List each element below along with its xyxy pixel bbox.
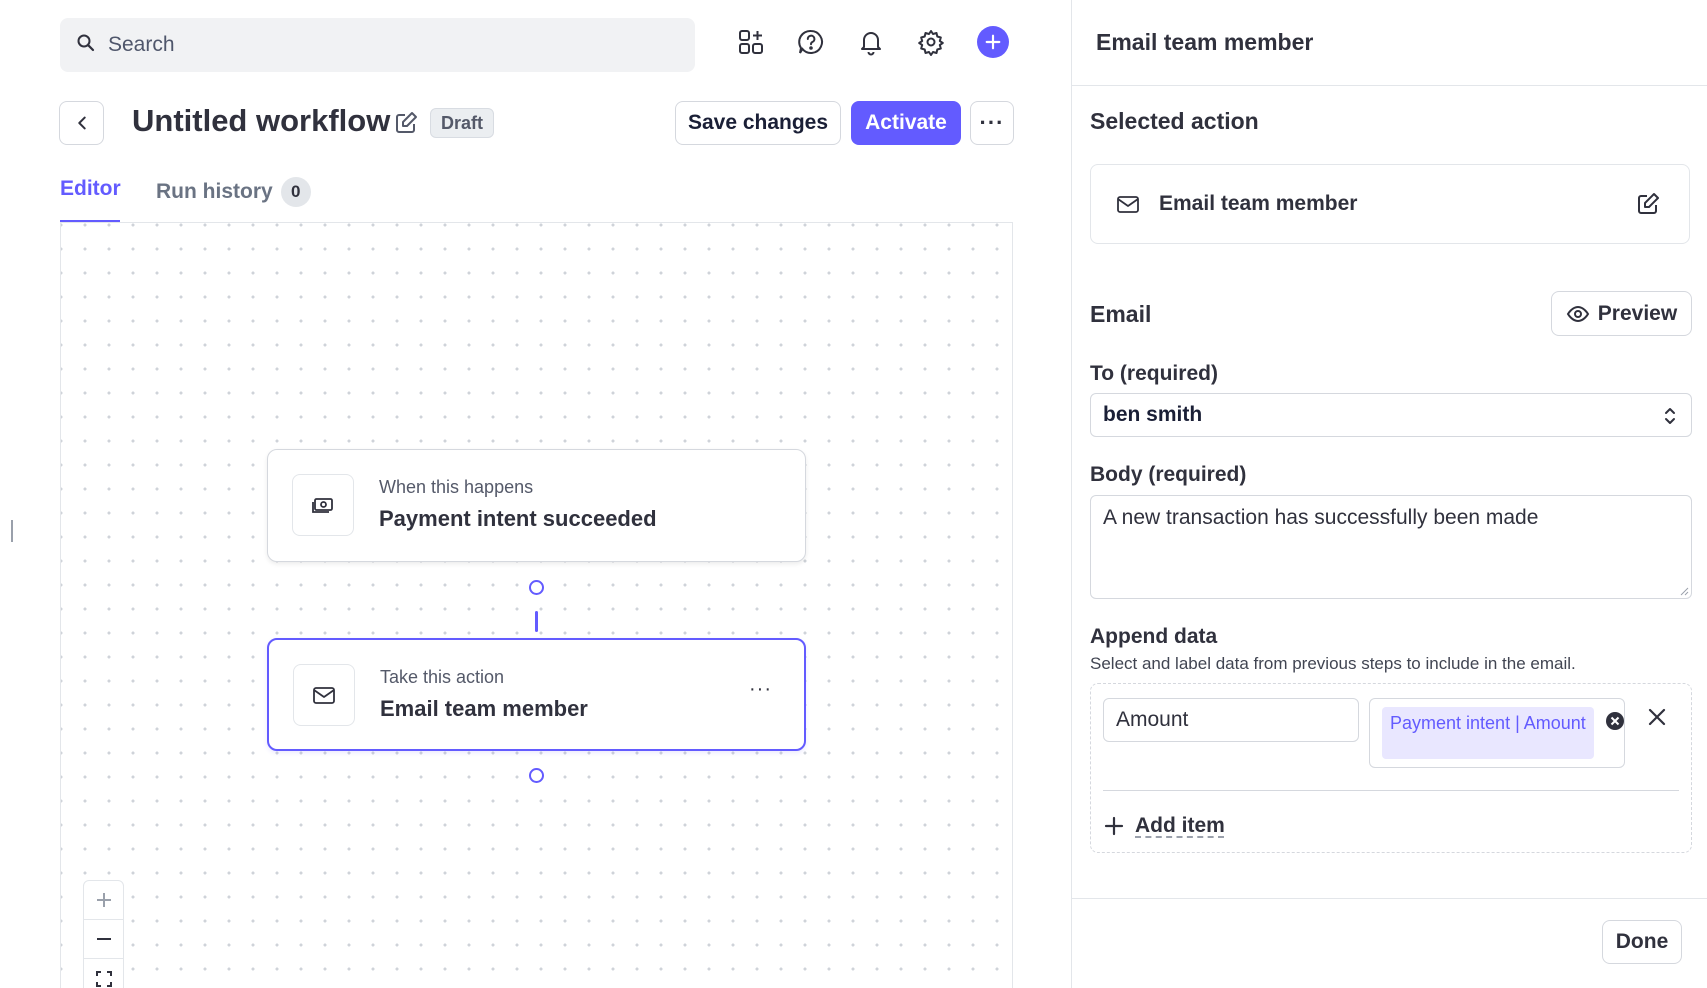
help-icon[interactable] [797,28,825,56]
apps-add-icon[interactable] [737,28,765,56]
email-heading: Email [1090,301,1152,327]
workflow-title: Untitled workflow [132,103,391,138]
body-textarea[interactable]: A new transaction has successfully been … [1090,495,1692,599]
connector-line [535,611,538,632]
remove-token-icon[interactable] [1605,711,1625,731]
search-icon [76,33,96,58]
edit-icon[interactable] [393,110,419,136]
selected-action-heading: Selected action [1090,108,1259,134]
to-label: To (required) [1090,362,1218,385]
zoom-out-button[interactable] [84,920,123,959]
action-icon-box [293,664,355,726]
bell-icon[interactable] [857,28,885,56]
save-button[interactable]: Save changes [675,101,841,145]
workflow-canvas[interactable] [60,222,1013,988]
preview-button[interactable]: Preview [1551,291,1692,336]
search-input[interactable]: Search [60,18,695,72]
minus-icon [96,938,111,940]
fit-view-button[interactable] [84,959,123,988]
tab-run-history-label: Run history [156,180,273,203]
chevron-up-down-icon [1665,408,1675,424]
action-node[interactable]: Take this action Email team member ··· [267,638,806,751]
active-tab-indicator [60,220,120,223]
eye-icon [1566,305,1589,322]
edit-icon[interactable] [1635,191,1661,217]
status-badge: Draft [430,108,495,138]
preview-label: Preview [1597,301,1678,325]
body-value: A new transaction has successfully been … [1103,506,1539,529]
trigger-node[interactable]: When this happens Payment intent succeed… [267,449,806,562]
trigger-subtitle: When this happens [379,477,534,497]
connector-port-add[interactable] [529,768,544,783]
plus-icon [985,34,1001,50]
plus-icon [1104,816,1124,836]
action-config-panel: Email team member Selected action Email … [1071,0,1707,988]
append-data-help: Select and label data from previous step… [1090,654,1576,673]
done-button[interactable]: Done [1602,920,1682,964]
chevron-left-icon [77,116,86,130]
add-item-label: Add item [1135,814,1225,837]
envelope-icon [313,687,335,704]
back-button[interactable] [59,101,104,145]
append-data-heading: Append data [1090,625,1218,648]
panel-title: Email team member [1072,0,1707,86]
tab-editor[interactable]: Editor [60,177,121,200]
node-more-button[interactable]: ··· [749,678,772,700]
gear-icon[interactable] [917,28,945,56]
close-icon[interactable] [1646,706,1668,728]
envelope-icon [1117,196,1139,213]
body-label: Body (required) [1090,463,1247,486]
divider [1072,898,1707,899]
trigger-icon-box [292,474,354,536]
divider [1103,790,1679,791]
create-button[interactable] [977,26,1009,58]
payment-icon [312,498,333,513]
resize-grip-icon [1680,587,1689,596]
more-options-button[interactable]: ··· [970,101,1014,145]
plus-icon [96,893,111,907]
zoom-controls [83,880,124,988]
to-value: ben smith [1103,403,1203,426]
add-item-button[interactable]: Add item [1103,814,1225,838]
run-count-badge: 0 [280,177,311,207]
search-placeholder: Search [108,33,175,56]
selected-action-label: Email team member [1159,192,1358,215]
append-data-list: Amount Payment intent | Amount Add item [1090,683,1692,853]
zoom-in-button[interactable] [84,881,123,920]
append-label-value: Amount [1116,708,1189,731]
fullscreen-icon [95,970,112,987]
connector-port[interactable] [529,580,544,595]
data-token: Payment intent | Amount [1382,707,1594,759]
to-select[interactable]: ben smith [1090,393,1692,437]
topbar-icons [737,26,1009,58]
append-label-input[interactable]: Amount [1103,698,1359,742]
tab-run-history[interactable]: Run history 0 [156,177,311,207]
activate-button[interactable]: Activate [851,101,961,145]
action-subtitle: Take this action [380,667,505,687]
resize-marker [11,520,13,542]
append-value-field[interactable]: Payment intent | Amount [1369,698,1625,768]
action-title: Email team member [380,696,588,721]
selected-action-card[interactable]: Email team member [1090,164,1690,244]
trigger-title: Payment intent succeeded [379,506,657,531]
